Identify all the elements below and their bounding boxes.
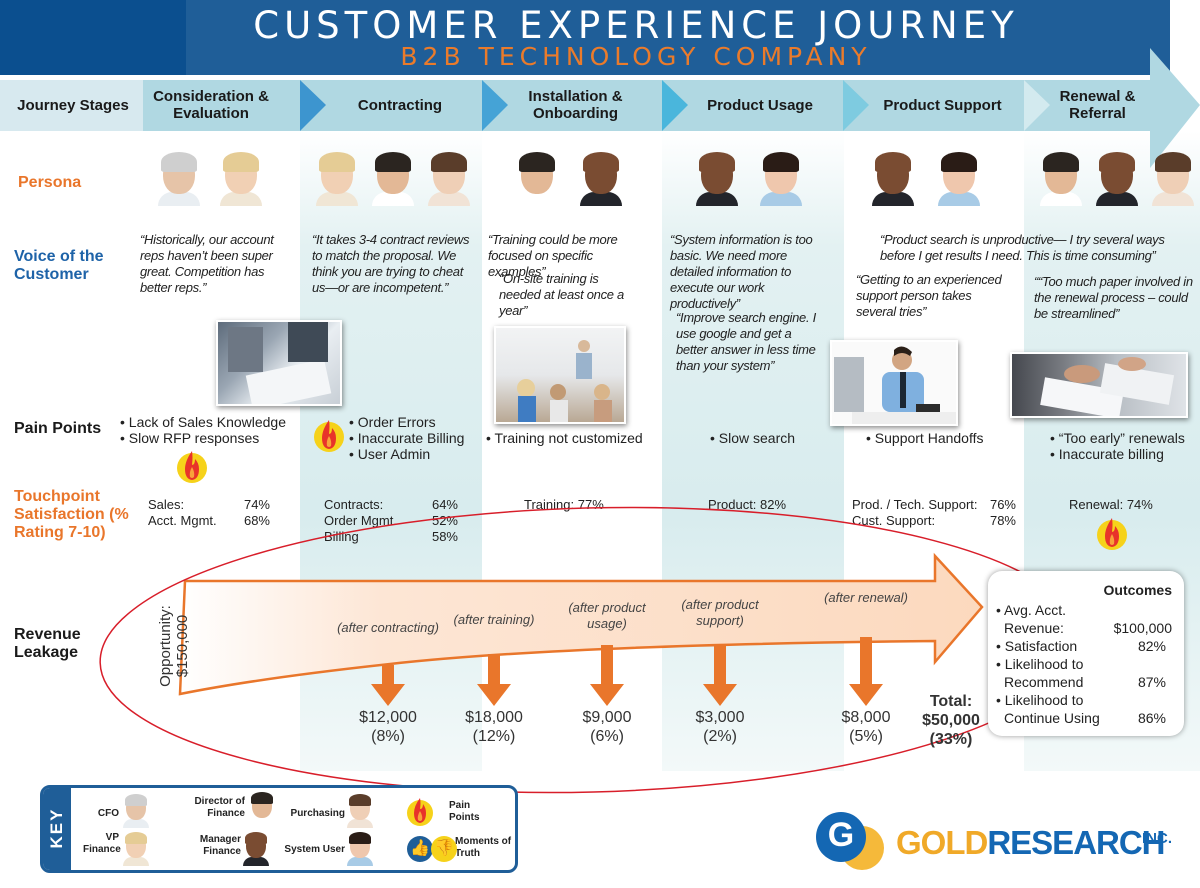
leak-amount: $9,000(6%)	[582, 709, 632, 745]
key-manager-finance-label: Manager Finance	[199, 834, 241, 857]
title-banner: CUSTOMER EXPERIENCE JOURNEY B2B TECHNOLO…	[0, 0, 1170, 75]
persona-avatar	[938, 152, 980, 206]
key-title: KEY	[47, 807, 66, 849]
touchpoint-usage: Product: 82%	[708, 497, 787, 512]
stage-renewal: Renewal & Referral	[1059, 88, 1136, 122]
leak-stage-label: (after product usage)	[568, 600, 646, 631]
pain-usage: • Slow search	[710, 430, 796, 446]
leak-down-arrow-icon	[371, 665, 405, 706]
quote-installation-1: “Training could be more focused on speci…	[488, 232, 618, 279]
leak-total: Total: $50,000 (33%)	[922, 693, 980, 748]
page-subtitle: B2B TECHNOLOGY COMPANY	[400, 42, 872, 71]
persona-avatar	[1040, 152, 1082, 206]
stage-contracting: Contracting	[357, 96, 443, 114]
key-pain-points-label: Pain Points	[449, 800, 480, 823]
leak-down-arrow-icon	[477, 654, 511, 706]
quote-support-1: “Product search is unproductive— I try s…	[880, 232, 1165, 263]
persona-avatar	[516, 152, 558, 206]
quote-usage-1: “System information is too basic. We nee…	[670, 232, 813, 311]
stage-consideration: Consideration & Evaluation	[153, 88, 269, 122]
stages-row-label: Journey Stages	[17, 96, 129, 114]
column-band-product-usage	[662, 131, 844, 771]
legend-key: KEY CFO VP Finance Director of Finance M…	[40, 785, 518, 873]
pain-contracting: • Order Errors • Inaccurate Billing • Us…	[349, 414, 465, 462]
key-cfo-label: CFO	[97, 808, 119, 819]
fire-icon	[314, 420, 344, 452]
touchpoint-support: Prod. / Tech. Support:76% Cust. Support:…	[852, 497, 1016, 528]
leak-down-arrow-icon	[849, 637, 883, 706]
row-label-revenue: Revenue Leakage	[14, 626, 81, 661]
persona-avatar	[428, 152, 470, 206]
quote-consideration: “Historically, our account reps haven’t …	[140, 232, 274, 295]
stage-arrow-bar	[0, 48, 1200, 168]
row-label-voice: Voice of the Customer	[14, 248, 104, 283]
persona-avatar	[1152, 152, 1194, 206]
leak-stage-label: (after renewal)	[824, 590, 908, 605]
photo-training-class	[494, 326, 626, 424]
key-persona-avatar	[347, 794, 373, 828]
leak-stage-label: (after product support)	[681, 597, 759, 628]
fire-icon	[177, 451, 207, 483]
persona-avatar	[580, 152, 622, 206]
touchpoint-consideration: Sales:74% Acct. Mgmt.68%	[148, 497, 270, 528]
pain-renewal: • “Too early” renewals • Inaccurate bill…	[1050, 430, 1185, 462]
key-persona-avatar	[123, 832, 149, 866]
thumbs-up-icon: 👍	[407, 836, 433, 862]
quote-usage-2: “Improve search engine. I use google and…	[676, 310, 816, 373]
pain-support: • Support Handoffs	[866, 430, 984, 446]
quote-installation-2: “On-site training is needed at least onc…	[499, 271, 624, 318]
key-persona-avatar	[123, 794, 149, 828]
row-label-pain: Pain Points	[14, 420, 102, 437]
key-moments-label: Moments of Truth	[455, 836, 512, 859]
opportunity-label: Opportunity: $150,000	[157, 605, 191, 687]
goldresearch-logo: G GOLDRESEARCH INC.	[812, 808, 1182, 878]
row-label-touchpoint: Touchpoint Satisfaction (% Rating 7-10)	[14, 488, 129, 541]
key-persona-avatar	[249, 792, 275, 826]
persona-avatar	[760, 152, 802, 206]
persona-avatar	[1096, 152, 1138, 206]
key-vp-finance-label: VP Finance	[83, 832, 121, 855]
quote-contracting: “It takes 3-4 contract reviews to match …	[312, 232, 470, 295]
fire-icon	[1097, 518, 1127, 550]
pain-installation: • Training not customized	[486, 430, 643, 446]
leak-stage-label: (after contracting)	[337, 620, 439, 635]
key-director-finance-label: Director of Finance	[194, 796, 245, 819]
outcomes-box: Outcomes • Avg. Acct. Revenue:$100,000 •…	[988, 571, 1184, 736]
persona-avatar	[872, 152, 914, 206]
stage-product-usage: Product Usage	[707, 96, 813, 114]
photo-support-agent	[830, 340, 958, 426]
stage-product-support: Product Support	[883, 96, 1002, 114]
persona-avatar	[372, 152, 414, 206]
persona-avatar	[316, 152, 358, 206]
leak-amount: $12,000(8%)	[359, 709, 417, 745]
key-persona-avatar	[347, 832, 373, 866]
quote-support-2: “Getting to an experienced support perso…	[856, 272, 1002, 319]
photo-signing-contract	[216, 320, 342, 406]
key-purchasing-label: Purchasing	[290, 808, 345, 819]
leak-down-arrow-icon	[590, 645, 624, 706]
persona-avatar	[696, 152, 738, 206]
fire-icon	[407, 798, 433, 826]
leak-amount: $18,000(12%)	[465, 709, 523, 745]
leak-down-arrow-icon	[703, 645, 737, 706]
persona-avatar	[158, 152, 200, 206]
touchpoint-installation: Training: 77%	[524, 497, 604, 512]
thumbs-down-icon: 👎	[431, 836, 457, 862]
row-label-persona: Persona	[18, 174, 82, 191]
leak-amount: $8,000(5%)	[841, 709, 891, 745]
touchpoint-renewal: Renewal: 74%	[1069, 497, 1153, 512]
page-title: CUSTOMER EXPERIENCE JOURNEY	[253, 4, 1019, 47]
key-system-user-label: System User	[284, 844, 345, 855]
leak-amount: $3,000(2%)	[695, 709, 745, 745]
leak-stage-label: (after training)	[453, 612, 535, 627]
stage-installation: Installation & Onboarding	[528, 88, 623, 122]
pain-consideration: • Lack of Sales Knowledge • Slow RFP res…	[120, 414, 287, 446]
key-persona-avatar	[243, 832, 269, 866]
persona-avatar	[220, 152, 262, 206]
quote-renewal: ““Too much paper involved in the renewal…	[1034, 274, 1193, 321]
photo-paperwork	[1010, 352, 1188, 418]
outcomes-title: Outcomes	[1103, 582, 1172, 598]
